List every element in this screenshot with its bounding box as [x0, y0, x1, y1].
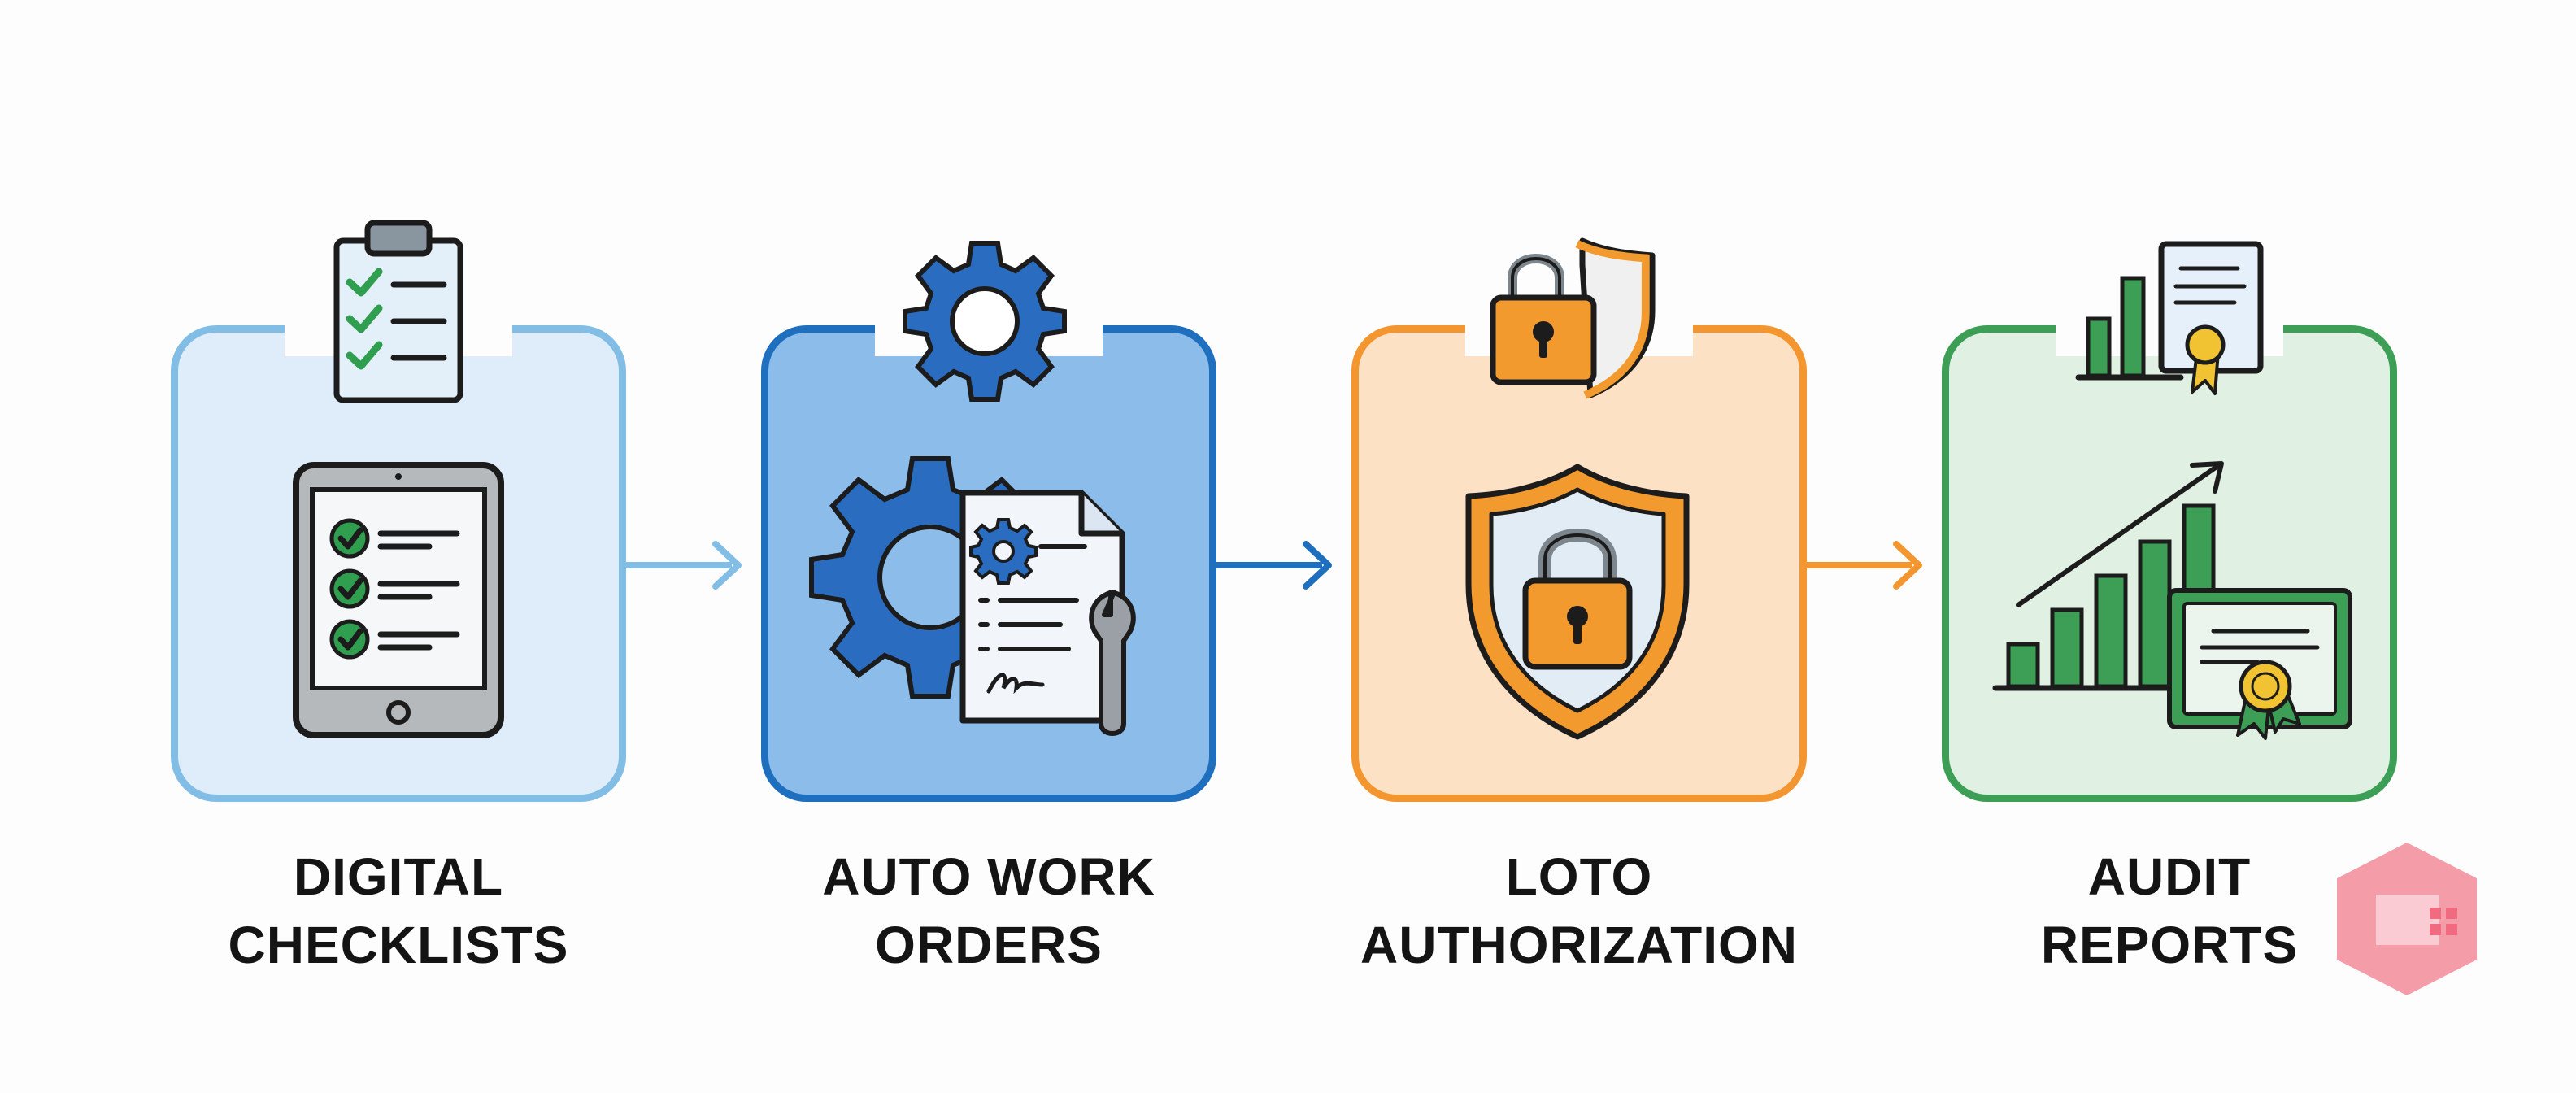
- step-label-digital-checklists: DIGITAL CHECKLISTS: [228, 847, 569, 974]
- gear-icon: [903, 241, 1067, 402]
- growth-chart-certificate-icon: [1992, 461, 2352, 740]
- shield-padlock-icon: [1465, 464, 1690, 740]
- arrow-step1-to-step2: [626, 541, 742, 590]
- gear-work-order-wrench-icon: [809, 456, 1136, 736]
- watermark-logo-icon: [2337, 843, 2477, 995]
- step-label-loto-authorization: LOTO AUTHORIZATION: [1360, 847, 1798, 974]
- clipboard-checklist-icon: [333, 220, 463, 403]
- arrow-step3-to-step4: [1807, 541, 1922, 590]
- tablet-checklist-icon: [293, 462, 504, 738]
- arrow-step2-to-step3: [1216, 541, 1332, 590]
- padlock-shield-icon: [1490, 237, 1656, 399]
- chart-certificate-icon: [2075, 241, 2264, 395]
- step-label-auto-work-orders: AUTO WORK ORDERS: [822, 847, 1155, 974]
- step-label-audit-reports: AUDIT REPORTS: [2040, 847, 2299, 974]
